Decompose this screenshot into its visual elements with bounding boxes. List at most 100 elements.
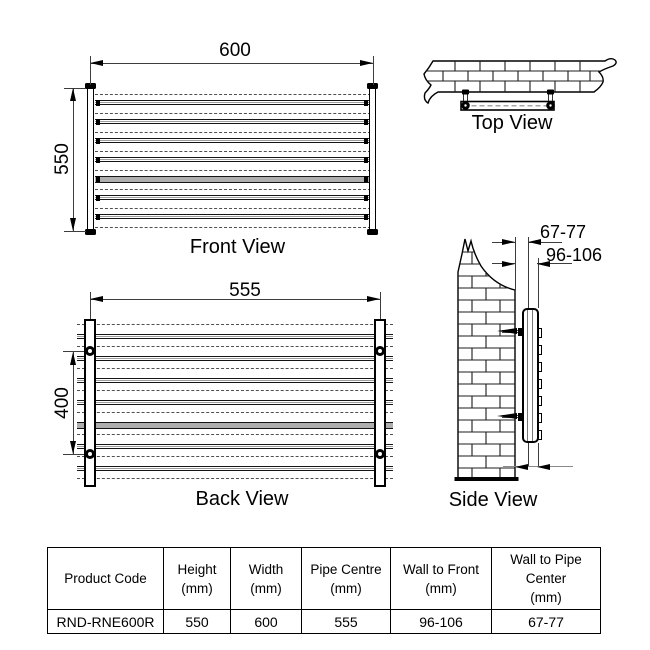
tube-connector bbox=[364, 138, 368, 144]
radiator-dashed-line bbox=[95, 151, 371, 152]
radiator-tube bbox=[77, 378, 393, 383]
wall-bracket bbox=[84, 448, 95, 459]
dim-arrow-icon bbox=[70, 351, 76, 365]
tube-connector bbox=[364, 176, 368, 182]
radiator-tube bbox=[77, 422, 393, 429]
side-view-label: Side View bbox=[448, 489, 538, 511]
front-view-label: Front View bbox=[189, 236, 286, 258]
bracket-plug bbox=[462, 89, 469, 95]
front-width-dimension: 600 bbox=[219, 40, 251, 61]
wall-bracket bbox=[374, 346, 385, 356]
bracket-fixing bbox=[518, 412, 522, 421]
profile-inner-line bbox=[532, 310, 533, 441]
radiator-dashed-line bbox=[95, 227, 371, 228]
top-view-label: Top View bbox=[471, 112, 553, 134]
back-right-pipe bbox=[374, 318, 386, 487]
extension-line bbox=[63, 453, 84, 455]
radiator-tube bbox=[95, 100, 371, 105]
table-cell: 96-106 bbox=[390, 609, 492, 634]
wall-anchor-icon bbox=[497, 413, 517, 419]
tube-connector bbox=[364, 214, 368, 220]
dim-tail bbox=[528, 241, 562, 243]
wall-base bbox=[454, 477, 519, 481]
back-width-dim-line bbox=[90, 298, 380, 300]
radiator-dashed-line bbox=[95, 94, 371, 95]
radiator-tube bbox=[95, 214, 371, 219]
extension-line-wall-face bbox=[515, 237, 516, 291]
extension-line-pipe-center bbox=[528, 443, 529, 467]
extension-line bbox=[90, 56, 91, 85]
wall-to-pipe-dimension: 67-77 bbox=[540, 222, 587, 242]
radiator-dashed-line bbox=[95, 170, 371, 171]
front-left-collector bbox=[87, 85, 94, 235]
radiator-dashed-line bbox=[77, 346, 393, 347]
wall-to-front-dimension: 96-106 bbox=[546, 245, 603, 265]
radiator-tube bbox=[77, 444, 393, 449]
tube-connector bbox=[96, 138, 100, 144]
collector-end-cap bbox=[85, 83, 96, 89]
dim-arrow-icon bbox=[502, 239, 515, 245]
tube-connector bbox=[364, 157, 368, 163]
back-bracket-spacing-dimension: 400 bbox=[52, 387, 73, 419]
dim-arrow-icon bbox=[360, 60, 373, 66]
extension-line bbox=[90, 292, 91, 319]
table-cell: 600 bbox=[230, 609, 302, 634]
radiator-dashed-line bbox=[77, 456, 393, 457]
table-cell: RND-RNE600R bbox=[47, 609, 164, 634]
dim-tail bbox=[537, 263, 572, 264]
side-view-wall-graphic bbox=[454, 238, 519, 481]
front-right-collector bbox=[369, 85, 376, 235]
table-cell: 67-77 bbox=[491, 609, 601, 634]
column-header: Product Code bbox=[47, 547, 164, 610]
tube-connector bbox=[96, 100, 100, 106]
radiator-tube bbox=[95, 119, 371, 124]
radiator-tube bbox=[95, 138, 371, 143]
brick-pattern bbox=[424, 61, 604, 92]
bracket-fixing bbox=[518, 327, 522, 336]
dim-arrow-icon bbox=[502, 260, 515, 267]
extension-line bbox=[373, 56, 374, 85]
radiator-tube bbox=[77, 356, 393, 361]
front-height-dimension: 550 bbox=[52, 143, 73, 175]
radiator-side-profile bbox=[521, 308, 539, 443]
radiator-dashed-line bbox=[77, 478, 393, 479]
collector-end-cap bbox=[85, 229, 96, 235]
dim-arrow-icon bbox=[70, 441, 76, 454]
tube-connector bbox=[96, 176, 100, 182]
table-cell: 555 bbox=[301, 609, 391, 634]
column-header: Wall to Front(mm) bbox=[390, 547, 492, 610]
dim-arrow-icon bbox=[90, 296, 103, 302]
column-header: Height(mm) bbox=[163, 547, 231, 610]
radiator-dashed-line bbox=[77, 434, 393, 435]
profile-inner-line bbox=[526, 310, 528, 441]
back-view-label: Back View bbox=[195, 488, 289, 510]
radiator-tube bbox=[95, 176, 371, 183]
tube-connector bbox=[96, 214, 100, 220]
back-pipe-centre-dimension: 555 bbox=[229, 280, 261, 301]
back-height-dim-line bbox=[73, 351, 74, 454]
extension-line bbox=[64, 231, 86, 232]
tube-connector bbox=[96, 119, 100, 125]
brick-pattern bbox=[458, 240, 515, 478]
radiator-dashed-line bbox=[95, 132, 371, 133]
dim-arrow-icon bbox=[70, 88, 76, 101]
radiator-tube bbox=[95, 157, 371, 162]
radiator-tube bbox=[77, 400, 393, 405]
dim-arrow-icon bbox=[367, 296, 380, 302]
dim-arrow-icon bbox=[90, 60, 103, 66]
wall-bracket bbox=[374, 448, 385, 459]
dim-arrow-icon bbox=[70, 218, 76, 231]
radiator-dashed-line bbox=[77, 412, 393, 413]
radiator-dashed-line bbox=[95, 113, 371, 114]
extension-line-front-face bbox=[537, 443, 539, 467]
radiator-dashed-line bbox=[77, 368, 393, 369]
extension-line-pipe-center bbox=[528, 237, 529, 308]
front-height-dim-line bbox=[73, 88, 74, 231]
collector-end-cap bbox=[367, 229, 378, 235]
table-cell: 550 bbox=[163, 609, 231, 634]
